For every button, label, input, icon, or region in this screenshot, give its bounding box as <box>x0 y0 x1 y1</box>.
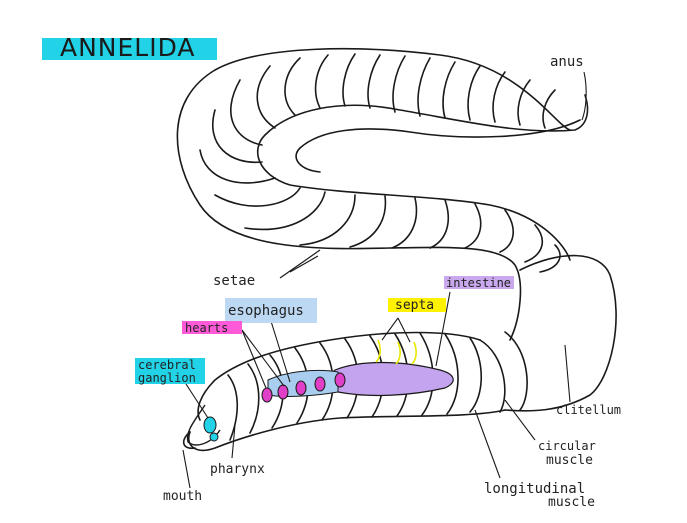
label-setae: setae <box>213 273 255 289</box>
head-tip <box>186 404 221 446</box>
esophagus-highlight <box>225 298 317 323</box>
heart-4 <box>314 376 326 392</box>
label-cerebral: cerebral <box>138 358 196 372</box>
leader-lines <box>182 71 587 489</box>
label-intestine: intestine <box>446 276 511 290</box>
intestine-shape <box>329 361 454 397</box>
title-highlight <box>42 38 217 60</box>
label-esophagus: esophagus <box>228 303 304 319</box>
label-ganglion: ganglion <box>138 371 196 385</box>
label-longitudinal: longitudinal <box>484 481 585 497</box>
label-clitellum: clitellum <box>556 403 621 417</box>
setae-marks <box>279 249 321 279</box>
cerebral-highlight <box>135 358 205 384</box>
hearts-group <box>261 372 346 403</box>
septa-highlight <box>388 298 446 312</box>
heart-1 <box>261 387 273 403</box>
heart-2 <box>277 384 289 400</box>
label-circular: circular <box>538 439 596 453</box>
worm-body <box>176 47 617 452</box>
hearts-highlight <box>182 321 242 334</box>
intestine-highlight <box>444 276 514 289</box>
cerebral-ganglion <box>203 416 219 442</box>
label-anus: anus <box>550 54 584 70</box>
heart-5 <box>334 372 346 388</box>
label-mouth: mouth <box>163 489 202 504</box>
label-pharynx: pharynx <box>210 462 265 477</box>
label-circular-muscle: muscle <box>546 453 593 468</box>
heart-3 <box>295 380 307 396</box>
label-hearts: hearts <box>185 321 228 335</box>
label-longitudinal-muscle: muscle <box>548 495 595 510</box>
septa-lines <box>375 339 417 365</box>
label-septa: septa <box>395 298 434 313</box>
page-title: ANNELIDA <box>60 33 196 62</box>
